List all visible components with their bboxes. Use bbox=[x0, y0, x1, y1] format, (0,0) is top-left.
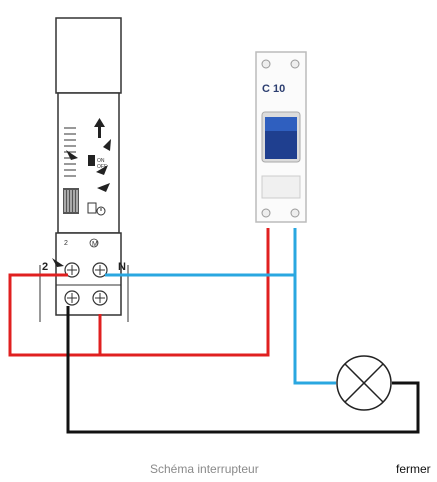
close-link[interactable]: fermer bbox=[396, 462, 431, 476]
pointer-icon bbox=[103, 139, 111, 151]
timer-module: ON OFF 2 M bbox=[39, 17, 129, 322]
timer-terminal-label-a: 2 bbox=[64, 240, 68, 247]
breaker-rating: C 10 bbox=[262, 83, 285, 95]
screw-terminal bbox=[92, 262, 108, 278]
screw-terminal bbox=[92, 290, 108, 306]
pointer-icon bbox=[66, 150, 78, 160]
circuit-breaker: C 10 bbox=[255, 51, 307, 223]
terminal-2-label: 2 bbox=[42, 261, 48, 273]
pointer-icon bbox=[96, 165, 108, 175]
phase-wire bbox=[8, 228, 270, 357]
caption-title: Schéma interrupteur bbox=[150, 462, 259, 476]
screw-terminal bbox=[64, 290, 80, 306]
pointer-icon bbox=[97, 183, 110, 192]
neutral-wire-lamp bbox=[293, 275, 336, 385]
arrow-up-icon bbox=[94, 118, 105, 138]
timer-dial bbox=[64, 127, 76, 177]
return-wire bbox=[66, 306, 420, 434]
screw-terminal bbox=[64, 262, 80, 278]
lamp-icon bbox=[336, 355, 392, 411]
terminal-n-label: N bbox=[118, 261, 126, 273]
svg-text:ON: ON bbox=[97, 158, 105, 164]
timer-terminal-label-b: M bbox=[92, 241, 98, 248]
caption-bar: Schéma interrupteur fermer bbox=[0, 462, 437, 480]
arrow-icon bbox=[52, 258, 64, 267]
svg-text:OFF: OFF bbox=[97, 164, 107, 170]
clock-icon bbox=[96, 206, 106, 216]
mode-switch bbox=[88, 155, 95, 166]
